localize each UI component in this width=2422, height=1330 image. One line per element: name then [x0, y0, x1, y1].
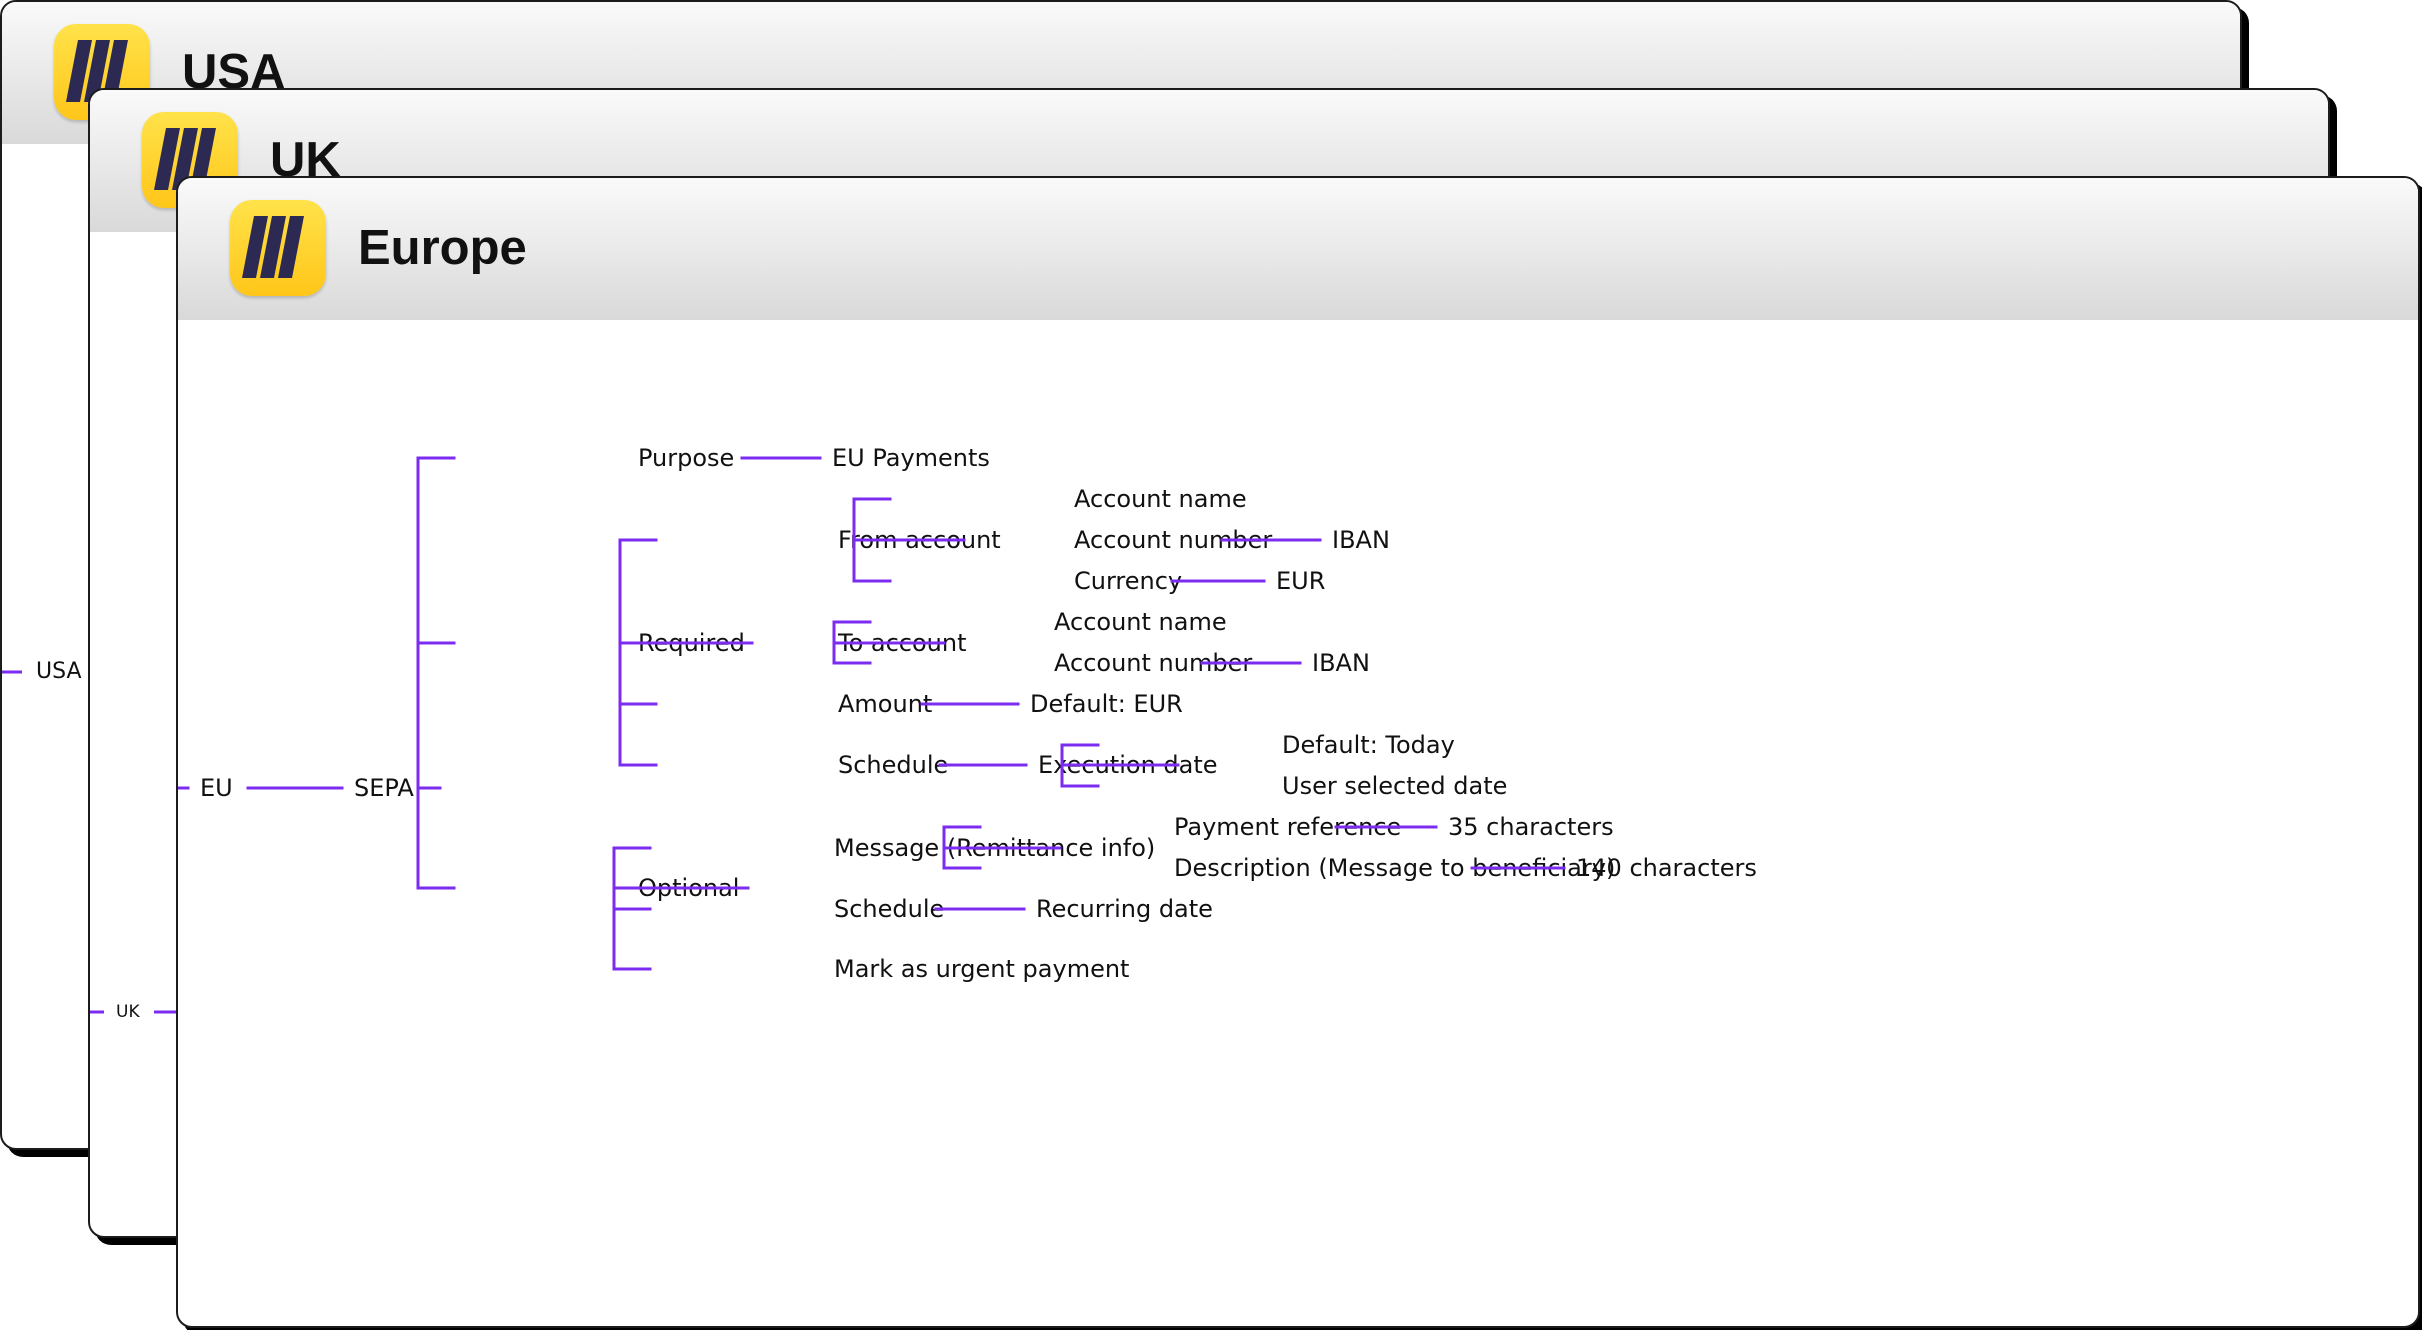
mind-map-node[interactable]: EU Payments	[832, 444, 990, 472]
usa-root-node[interactable]: USA	[36, 659, 82, 684]
mind-map-node[interactable]: User selected date	[1282, 772, 1507, 800]
connector	[2, 670, 22, 674]
miro-logo-icon	[230, 200, 326, 296]
mind-map-node[interactable]: 140 characters	[1576, 854, 1757, 882]
frame-title: Europe	[358, 221, 527, 275]
mind-map-node[interactable]: Default: Today	[1282, 731, 1455, 759]
mind-map-node[interactable]: EUR	[1276, 567, 1325, 595]
mind-map-node[interactable]: Account name	[1074, 485, 1247, 513]
mind-map-node[interactable]: 35 characters	[1448, 813, 1614, 841]
mind-map-node[interactable]: Account name	[1054, 608, 1227, 636]
frame-header: Europe	[178, 178, 2418, 320]
mind-map-node[interactable]: SEPA	[354, 774, 414, 802]
mind-map-node[interactable]: Default: EUR	[1030, 690, 1183, 718]
mind-map-node[interactable]: Schedule	[838, 751, 948, 779]
connector	[90, 1010, 180, 1014]
mind-map-node[interactable]: IBAN	[1312, 649, 1370, 677]
mind-map-node[interactable]: IBAN	[1332, 526, 1390, 554]
uk-root-node[interactable]: UK	[116, 1002, 140, 1022]
mind-map-node[interactable]: EU	[200, 774, 233, 802]
mind-map-node[interactable]: Amount	[838, 690, 932, 718]
mind-map-node[interactable]: Currency	[1074, 567, 1182, 595]
mind-map-node[interactable]: Schedule	[834, 895, 944, 923]
mind-map-node[interactable]: Mark as urgent payment	[834, 955, 1129, 983]
mind-map-node[interactable]: Purpose	[638, 444, 734, 472]
mind-map-node[interactable]: Recurring date	[1036, 895, 1213, 923]
